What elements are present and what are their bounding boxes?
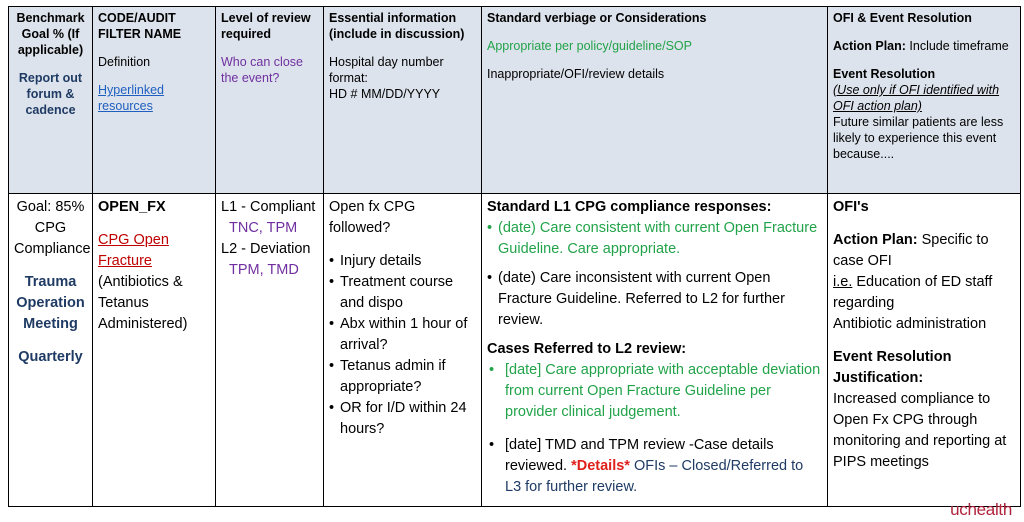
l1-responses-list: (date) Care consistent with current Open… xyxy=(487,218,822,260)
header-benchmark-title: Benchmark Goal % (If applicable) xyxy=(16,11,85,57)
cpg-resource: CPG Open Fracture (Antibiotics & Tetanus… xyxy=(98,232,188,332)
header-ofi-title: OFI & Event Resolution xyxy=(833,11,972,25)
header-essential: Essential information (include in discus… xyxy=(323,6,482,194)
list-item: OR for I/D within 24 hours? xyxy=(329,398,476,440)
list-item: [date] Care appropriate with acceptable … xyxy=(487,360,822,423)
header-event-resolution: Event Resolution xyxy=(833,67,936,81)
header-action-plan: Action Plan: Include timeframe xyxy=(833,39,1009,53)
cpg-review-table: Benchmark Goal % (If applicable) Report … xyxy=(8,6,1021,507)
l1-label: L1 - Compliant xyxy=(221,199,316,215)
event-resolution-text: Increased compliance to Open Fx CPG thro… xyxy=(833,391,1007,470)
code-name: OPEN_FX xyxy=(98,199,166,215)
cell-code: OPEN_FX CPG Open Fracture (Antibiotics &… xyxy=(92,193,216,507)
ofi-action-plan: Action Plan: Specific to case OFI xyxy=(833,232,989,269)
list-item: (date) Care inconsistent with current Op… xyxy=(487,268,822,331)
header-verbiage-title: Standard verbiage or Considerations xyxy=(487,11,707,25)
l2-responses-list: [date] Care appropriate with acceptable … xyxy=(487,360,822,423)
header-ofi: OFI & Event Resolution Action Plan: Incl… xyxy=(827,6,1021,194)
goal-text: Goal: 85% CPG Compliance xyxy=(14,199,91,257)
cell-goal: Goal: 85% CPG Compliance Trauma Operatio… xyxy=(8,193,93,507)
header-code-title: CODE/AUDIT FILTER NAME xyxy=(98,11,182,41)
event-resolution-title: Event Resolution Justification: xyxy=(833,349,952,386)
essential-question: Open fx CPG followed? xyxy=(329,199,416,236)
table-row: Goal: 85% CPG Compliance Trauma Operatio… xyxy=(8,193,1021,507)
header-level-title: Level of review required xyxy=(221,11,311,41)
ofi-example-2: Antibiotic administration xyxy=(833,316,987,332)
header-forum-cadence: Report out forum & cadence xyxy=(18,71,83,117)
cell-essential: Open fx CPG followed? Injury details Tre… xyxy=(323,193,482,507)
cadence-text: Quarterly xyxy=(18,349,83,365)
list-item: Treatment course and dispo xyxy=(329,272,476,314)
cell-level: L1 - Compliant TNC, TPM L2 - Deviation T… xyxy=(215,193,324,507)
list-item: Abx within 1 hour of arrival? xyxy=(329,314,476,356)
header-format-label: Hospital day number format: xyxy=(329,55,444,85)
header-row: Benchmark Goal % (If applicable) Report … xyxy=(8,6,1021,194)
essential-list: Injury details Treatment course and disp… xyxy=(329,251,476,440)
details-placeholder: *Details* xyxy=(571,458,630,474)
list-item: Tetanus admin if appropriate? xyxy=(329,356,476,398)
header-future: Future similar patients are less likely … xyxy=(833,115,1004,161)
header-verbiage: Standard verbiage or Considerations Appr… xyxy=(481,6,828,194)
list-item: (date) Care consistent with current Open… xyxy=(487,218,822,260)
header-resources-link[interactable]: Hyperlinked resources xyxy=(98,83,165,113)
header-who-closes: Who can close the event? xyxy=(221,55,303,85)
uchealth-logo: uchealth xyxy=(950,500,1012,519)
ofi-title: OFI's xyxy=(833,199,869,215)
cpg-open-fracture-link[interactable]: CPG Open Fracture xyxy=(98,232,169,269)
l2-label: L2 - Deviation xyxy=(221,241,311,257)
header-code: CODE/AUDIT FILTER NAME Definition Hyperl… xyxy=(92,6,216,194)
l2-responses-title: Cases Referred to L2 review: xyxy=(487,341,687,357)
ofi-example: i.e. Education of ED staff regarding xyxy=(833,274,993,311)
header-event-note: (Use only if OFI identified with OFI act… xyxy=(833,83,1000,113)
list-item: [date] TMD and TPM review -Case details … xyxy=(487,435,822,498)
header-appropriate: Appropriate per policy/guideline/SOP xyxy=(487,39,692,53)
header-definition: Definition xyxy=(98,55,151,69)
l1-responses-title: Standard L1 CPG compliance responses: xyxy=(487,199,772,215)
forum-text: Trauma Operation Meeting xyxy=(16,274,85,332)
header-inappropriate: Inappropriate/OFI/review details xyxy=(487,67,665,81)
header-format: HD # MM/DD/YYYY xyxy=(329,87,441,101)
cell-verbiage: Standard L1 CPG compliance responses: (d… xyxy=(481,193,828,507)
header-benchmark: Benchmark Goal % (If applicable) Report … xyxy=(8,6,93,194)
l2-who: TPM, TMD xyxy=(229,262,299,278)
header-level: Level of review required Who can close t… xyxy=(215,6,324,194)
header-essential-title: Essential information (include in discus… xyxy=(329,11,465,41)
list-item: Injury details xyxy=(329,251,476,272)
l1-who: TNC, TPM xyxy=(229,220,298,236)
cell-ofi: OFI's Action Plan: Specific to case OFI … xyxy=(827,193,1021,507)
